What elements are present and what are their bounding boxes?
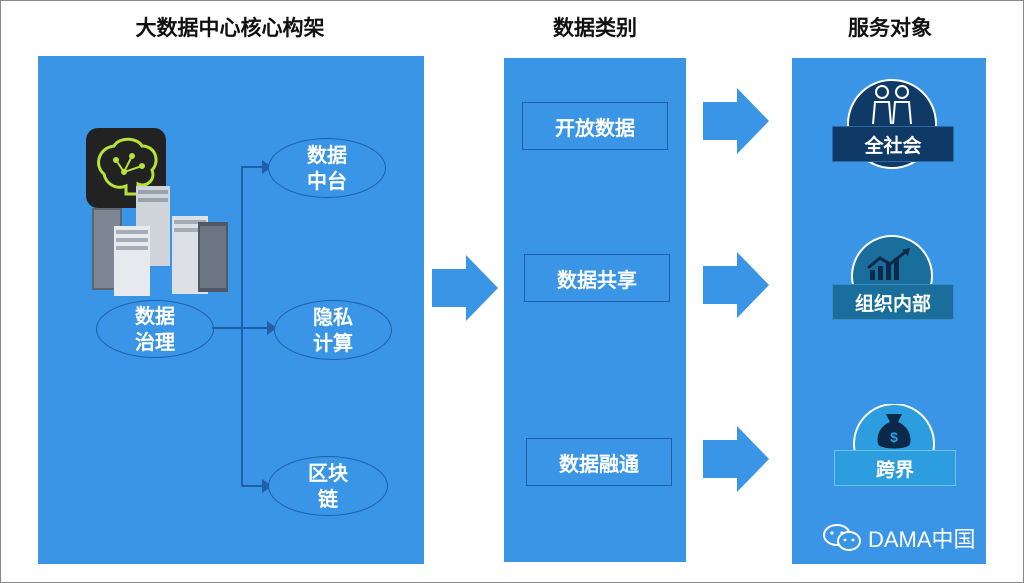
blockchain-node: 区块 链 bbox=[268, 456, 388, 516]
header-services: 服务对象 bbox=[848, 16, 932, 40]
watermark-text: DAMA中国 bbox=[868, 527, 976, 552]
arrowhead-blockchain bbox=[262, 479, 272, 493]
category-data-integration: 数据融通 bbox=[526, 438, 672, 486]
service-crossover-label: 跨界 bbox=[834, 450, 956, 486]
service-society-label: 全社会 bbox=[832, 126, 954, 162]
privacy-computing-node: 隐私 计算 bbox=[274, 300, 392, 360]
service-society: 全社会 bbox=[832, 76, 954, 246]
connector-to-platform bbox=[241, 166, 267, 168]
money-bag-icon: $ bbox=[877, 414, 911, 449]
categories-panel bbox=[504, 58, 686, 562]
people-icon bbox=[872, 85, 912, 125]
header-architecture: 大数据中心核心构架 bbox=[135, 16, 325, 40]
svg-text:$: $ bbox=[890, 429, 898, 445]
arrowhead-platform bbox=[262, 160, 272, 174]
service-internal-reflection bbox=[848, 344, 944, 366]
arrow-to-internal bbox=[703, 252, 769, 318]
arrowhead-privacy bbox=[267, 321, 277, 335]
category-open-data: 开放数据 bbox=[522, 102, 668, 150]
arrow-to-crossover bbox=[703, 426, 769, 492]
service-crossover: $ 跨界 bbox=[834, 404, 956, 574]
connector-to-blockchain bbox=[241, 485, 267, 487]
connector-to-privacy bbox=[241, 327, 273, 329]
connector-vertical bbox=[241, 166, 243, 486]
connector-horizontal bbox=[212, 327, 242, 329]
header-categories: 数据类别 bbox=[553, 16, 637, 40]
governance-reflection bbox=[120, 362, 200, 382]
category-data-sharing: 数据共享 bbox=[524, 254, 670, 302]
arrow-to-society bbox=[703, 88, 769, 154]
service-society-reflection bbox=[852, 196, 942, 218]
service-internal-label: 组织内部 bbox=[832, 284, 954, 320]
arrow-to-categories bbox=[432, 255, 498, 321]
watermark: DAMA中国 bbox=[822, 522, 976, 554]
service-internal: 组织内部 bbox=[832, 232, 954, 402]
servers-icon bbox=[88, 186, 238, 298]
data-governance-node: 数据 治理 bbox=[96, 300, 214, 358]
growth-chart-icon bbox=[867, 248, 910, 280]
data-platform-node: 数据 中台 bbox=[268, 138, 386, 198]
wechat-icon bbox=[823, 524, 861, 551]
